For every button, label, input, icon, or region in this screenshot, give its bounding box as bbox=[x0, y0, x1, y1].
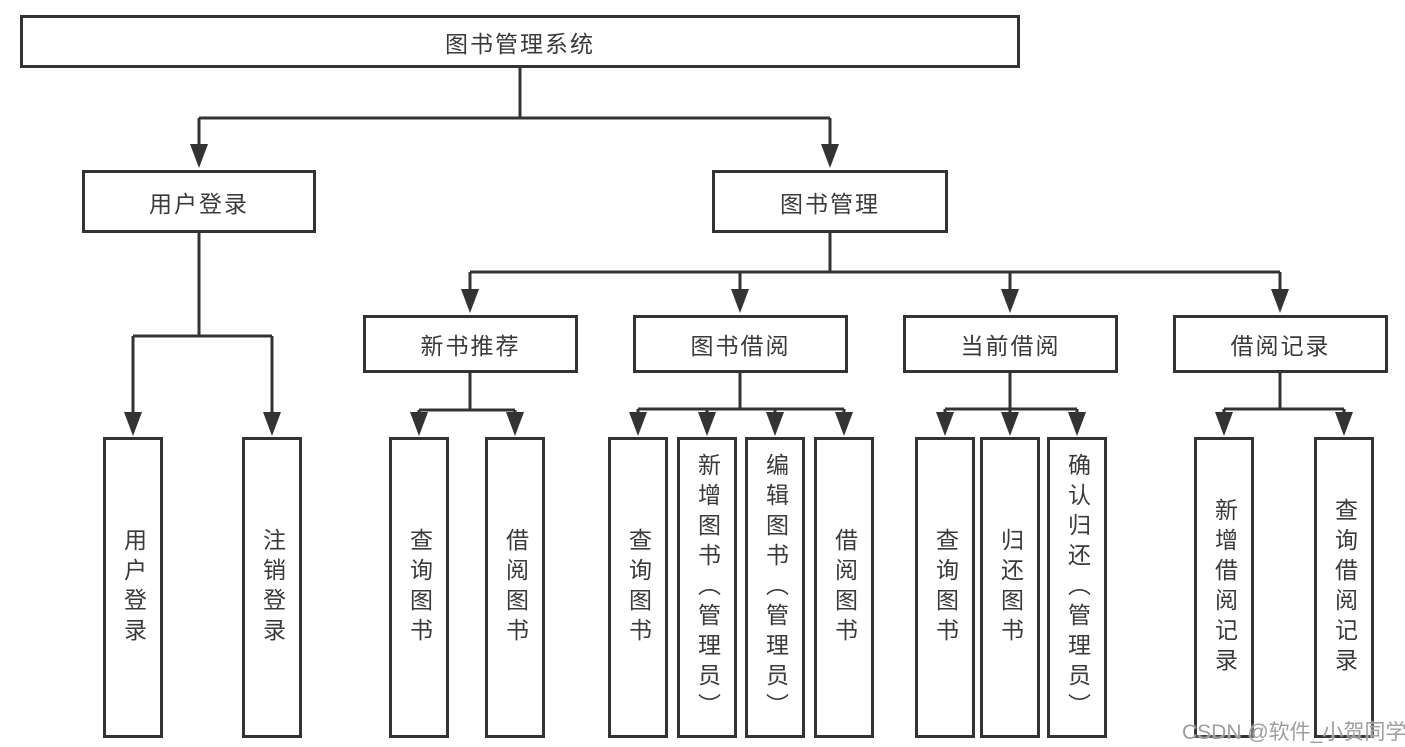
node-user-login-label: 用户登录 bbox=[149, 190, 249, 217]
leaf-logout-label: 注销登录 bbox=[259, 527, 286, 648]
leaf-logout: 注销登录 bbox=[242, 437, 302, 738]
leaf-user-login-label: 用户登录 bbox=[120, 527, 147, 648]
leaf-confirm-return-admin: 确认归还（管理员） bbox=[1047, 437, 1107, 738]
leaf-edit-books-admin-label: 编辑图书（管理员） bbox=[762, 452, 789, 723]
leaf-query-books-borrowing: 查询图书 bbox=[608, 437, 668, 738]
connector-arrowheads bbox=[124, 144, 1353, 436]
node-book-management: 图书管理 bbox=[712, 170, 948, 233]
node-root: 图书管理系统 bbox=[20, 15, 1020, 68]
node-book-management-label: 图书管理 bbox=[780, 190, 880, 217]
leaf-return-books: 归还图书 bbox=[980, 437, 1040, 738]
node-root-label: 图书管理系统 bbox=[445, 30, 595, 57]
leaf-query-books-borrowing-label: 查询图书 bbox=[625, 527, 652, 648]
leaf-query-books-current: 查询图书 bbox=[915, 437, 975, 738]
leaf-add-books-admin: 新增图书（管理员） bbox=[677, 437, 737, 738]
leaf-query-books-current-label: 查询图书 bbox=[932, 527, 959, 648]
leaf-query-books-recommend: 查询图书 bbox=[389, 437, 449, 738]
leaf-query-books-recommend-label: 查询图书 bbox=[406, 527, 433, 648]
node-book-borrowing: 图书借阅 bbox=[633, 315, 848, 373]
leaf-borrow-books-borrowing-label: 借阅图书 bbox=[831, 527, 858, 648]
leaf-return-books-label: 归还图书 bbox=[997, 527, 1024, 648]
leaf-borrow-books-borrowing: 借阅图书 bbox=[814, 437, 874, 738]
leaf-add-borrow-record-label: 新增借阅记录 bbox=[1211, 497, 1238, 678]
watermark: CSDN @软件_小贺同学 bbox=[1182, 721, 1405, 744]
node-borrowing-records: 借阅记录 bbox=[1173, 315, 1388, 373]
leaf-add-borrow-record: 新增借阅记录 bbox=[1194, 437, 1254, 738]
node-book-borrowing-label: 图书借阅 bbox=[690, 333, 791, 359]
leaf-add-books-admin-label: 新增图书（管理员） bbox=[694, 452, 721, 723]
leaf-user-login: 用户登录 bbox=[103, 437, 163, 738]
node-new-book-recommendation: 新书推荐 bbox=[363, 315, 578, 373]
node-current-borrowing: 当前借阅 bbox=[903, 315, 1118, 373]
leaf-borrow-books-recommend-label: 借阅图书 bbox=[502, 527, 529, 648]
node-new-book-recommendation-label: 新书推荐 bbox=[420, 333, 521, 359]
leaf-query-borrow-record: 查询借阅记录 bbox=[1314, 437, 1374, 738]
node-current-borrowing-label: 当前借阅 bbox=[960, 333, 1061, 359]
connector-paths bbox=[131, 68, 1346, 414]
leaf-borrow-books-recommend: 借阅图书 bbox=[485, 437, 545, 738]
node-borrowing-records-label: 借阅记录 bbox=[1230, 333, 1331, 359]
leaf-query-borrow-record-label: 查询借阅记录 bbox=[1331, 497, 1358, 678]
leaf-edit-books-admin: 编辑图书（管理员） bbox=[745, 437, 805, 738]
node-user-login: 用户登录 bbox=[82, 170, 316, 233]
leaf-confirm-return-admin-label: 确认归还（管理员） bbox=[1064, 452, 1091, 723]
